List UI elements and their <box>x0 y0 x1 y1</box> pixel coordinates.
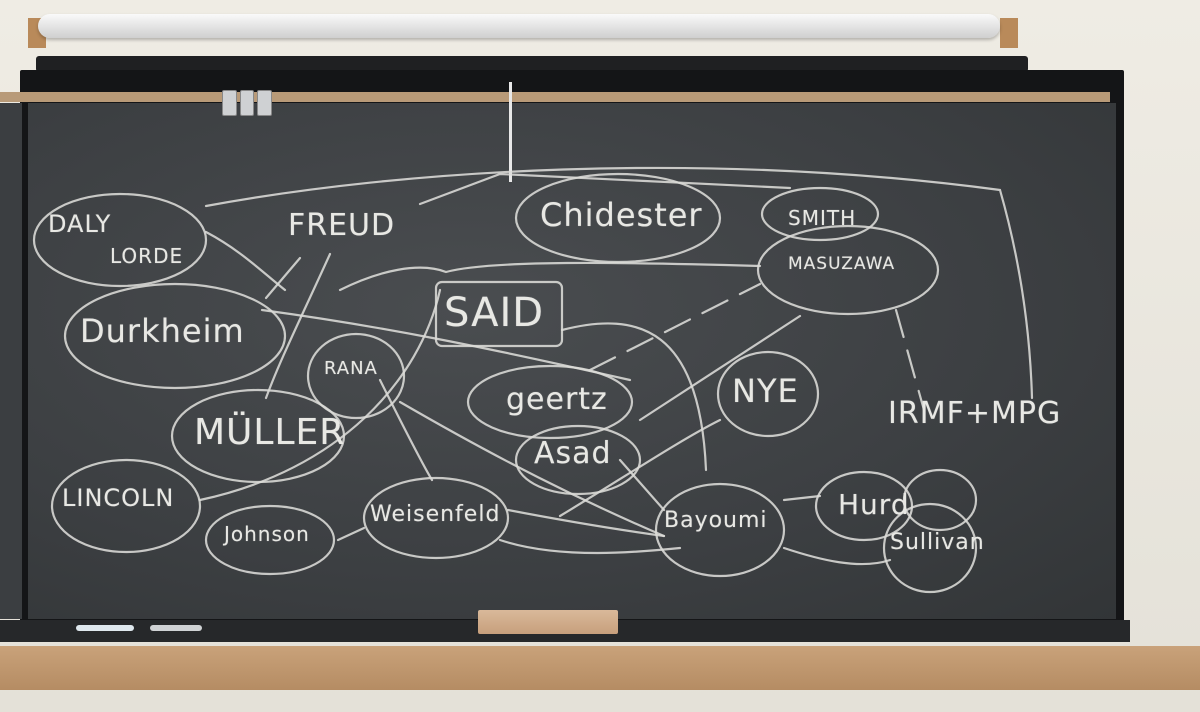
line-asad-masuzawa <box>638 314 802 422</box>
name-sullivan: Sullivan <box>890 530 985 555</box>
ellipse-hurd <box>814 470 914 542</box>
ellipse-bayoumi <box>654 482 786 578</box>
ellipse-smith <box>760 186 880 242</box>
line-rana-bayoumi <box>398 400 666 538</box>
line-lorde-durkheim <box>204 230 287 292</box>
chalk-stick <box>150 625 202 631</box>
ellipse-weisenfeld <box>362 476 510 560</box>
map-rail <box>36 56 1028 72</box>
line-asad-bayoumi <box>618 458 666 512</box>
map-clips <box>222 90 273 116</box>
name-lincoln: LINCOLN <box>62 484 175 512</box>
line-rana-weisenfeld <box>378 378 434 482</box>
ellipse-geertz <box>466 364 634 440</box>
name-asad: Asad <box>534 436 612 471</box>
line-freud-muller <box>264 252 332 400</box>
ellipse-daly-lorde <box>32 192 208 288</box>
line-durkheim-geertz <box>260 308 632 382</box>
ellipse-durkheim <box>63 282 287 390</box>
name-bayoumi: Bayoumi <box>664 508 768 533</box>
name-daly: DALY <box>48 210 112 238</box>
line-said-bayoumi <box>560 322 708 472</box>
ellipse-hurd-sullivan-link <box>902 468 978 532</box>
pull-string <box>509 82 512 182</box>
line-freud-smith <box>418 172 792 206</box>
wood-trim-top <box>0 92 1110 102</box>
name-johnson: Johnson <box>224 522 310 546</box>
line-said-lincoln <box>198 288 442 502</box>
ellipse-masuzawa <box>756 224 940 316</box>
line-weisenfeld-nye <box>558 418 722 518</box>
name-muller: MÜLLER <box>194 412 346 453</box>
name-weisenfeld: Weisenfeld <box>370 502 501 527</box>
chalk-stick <box>76 625 134 631</box>
line-bayoumi-hurd <box>782 494 822 502</box>
name-masuzawa: MASUZAWA <box>788 254 896 274</box>
line-freud-durkheim <box>264 256 302 300</box>
chalkboard <box>28 103 1116 619</box>
name-nye: NYE <box>732 372 799 410</box>
chalkboard-left-panel <box>0 103 22 619</box>
name-freud: FREUD <box>288 208 396 243</box>
line-said-masuzawa <box>338 261 762 292</box>
projector-screen-roll <box>38 14 1000 38</box>
name-chidester: Chidester <box>540 196 703 234</box>
dash-masuzawa-irmf <box>894 308 926 412</box>
ellipse-sullivan <box>882 502 978 594</box>
line-johnson-weisenfeld <box>336 526 366 542</box>
wood-ledge <box>0 646 1200 690</box>
ellipse-lincoln <box>50 458 202 554</box>
name-hurd: Hurd <box>838 488 910 521</box>
name-durkheim: Durkheim <box>80 312 245 350</box>
name-irmf-mpg: IRMF+MPG <box>888 396 1062 431</box>
eraser <box>478 610 618 634</box>
line-weisenfeld-bayoumi-lower <box>498 538 682 555</box>
name-rana: RANA <box>324 358 378 379</box>
dash-geertz-masuzawa <box>588 282 762 372</box>
ellipse-nye <box>716 350 820 438</box>
ellipse-asad <box>514 424 642 496</box>
ellipse-rana <box>306 332 406 420</box>
name-geertz: geertz <box>506 382 608 417</box>
ellipse-johnson <box>204 504 336 576</box>
name-lorde: LORDE <box>110 244 184 268</box>
screen-bracket-right <box>1000 18 1018 48</box>
name-smith: SMITH <box>788 206 857 230</box>
box-said <box>434 280 564 348</box>
line-bayoumi-sullivan <box>782 546 892 566</box>
name-said: SAID <box>444 290 545 336</box>
line-top-arc <box>204 166 1034 400</box>
line-weisenfeld-bayoumi <box>506 508 666 538</box>
